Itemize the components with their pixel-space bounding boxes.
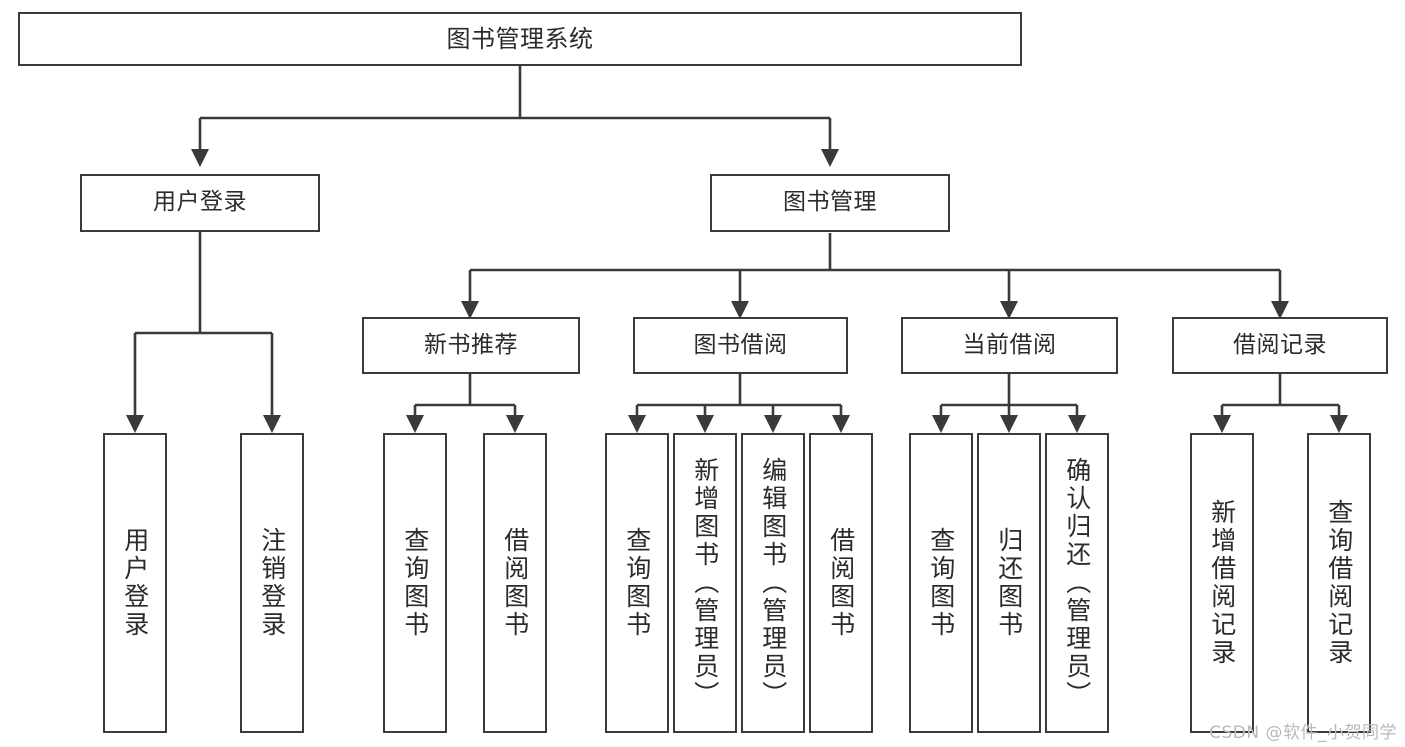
node-current-borrowing[interactable]: 当前借阅 [901, 317, 1118, 374]
leaf-borrow-book-borrow[interactable]: 借阅图书 [809, 433, 873, 733]
node-label: 归还图书 [994, 527, 1024, 639]
node-book-management[interactable]: 图书管理 [710, 174, 950, 232]
node-new-book-recommendation[interactable]: 新书推荐 [362, 317, 580, 374]
node-label: 新增图书（管理员） [690, 457, 720, 709]
node-label: 借阅记录 [1233, 331, 1327, 358]
node-label: 查询图书 [926, 527, 956, 639]
node-label: 查询借阅记录 [1324, 499, 1354, 667]
leaf-add-book-admin[interactable]: 新增图书（管理员） [673, 433, 737, 733]
node-label: 图书管理 [783, 189, 877, 216]
leaf-query-book-borrow[interactable]: 查询图书 [605, 433, 669, 733]
node-label: 新书推荐 [424, 331, 518, 358]
node-label: 借阅图书 [500, 527, 530, 639]
node-user-login[interactable]: 用户登录 [80, 174, 320, 232]
leaf-user-login[interactable]: 用户登录 [103, 433, 167, 733]
leaf-add-borrow-record[interactable]: 新增借阅记录 [1190, 433, 1254, 733]
node-label: 新增借阅记录 [1207, 499, 1237, 667]
leaf-borrow-book-new[interactable]: 借阅图书 [483, 433, 547, 733]
node-label: 查询图书 [400, 527, 430, 639]
node-label: 借阅图书 [826, 527, 856, 639]
node-label: 查询图书 [622, 527, 652, 639]
leaf-confirm-return-admin[interactable]: 确认归还（管理员） [1045, 433, 1109, 733]
node-label: 编辑图书（管理员） [758, 457, 788, 709]
node-label: 注销登录 [257, 527, 287, 639]
node-root-system[interactable]: 图书管理系统 [18, 12, 1022, 66]
node-book-borrowing[interactable]: 图书借阅 [633, 317, 848, 374]
watermark: CSDN @软件_小贺同学 [1209, 723, 1397, 743]
node-label: 用户登录 [153, 189, 247, 216]
node-label: 确认归还（管理员） [1062, 457, 1092, 709]
leaf-query-book-current[interactable]: 查询图书 [909, 433, 973, 733]
node-label: 用户登录 [120, 527, 150, 639]
leaf-logout[interactable]: 注销登录 [240, 433, 304, 733]
leaf-edit-book-admin[interactable]: 编辑图书（管理员） [741, 433, 805, 733]
leaf-return-book[interactable]: 归还图书 [977, 433, 1041, 733]
node-borrowing-records[interactable]: 借阅记录 [1172, 317, 1388, 374]
leaf-query-book-new[interactable]: 查询图书 [383, 433, 447, 733]
node-label: 图书借阅 [693, 331, 788, 358]
node-label: 当前借阅 [962, 331, 1057, 358]
leaf-query-borrow-record[interactable]: 查询借阅记录 [1307, 433, 1371, 733]
node-label: 图书管理系统 [446, 24, 594, 53]
